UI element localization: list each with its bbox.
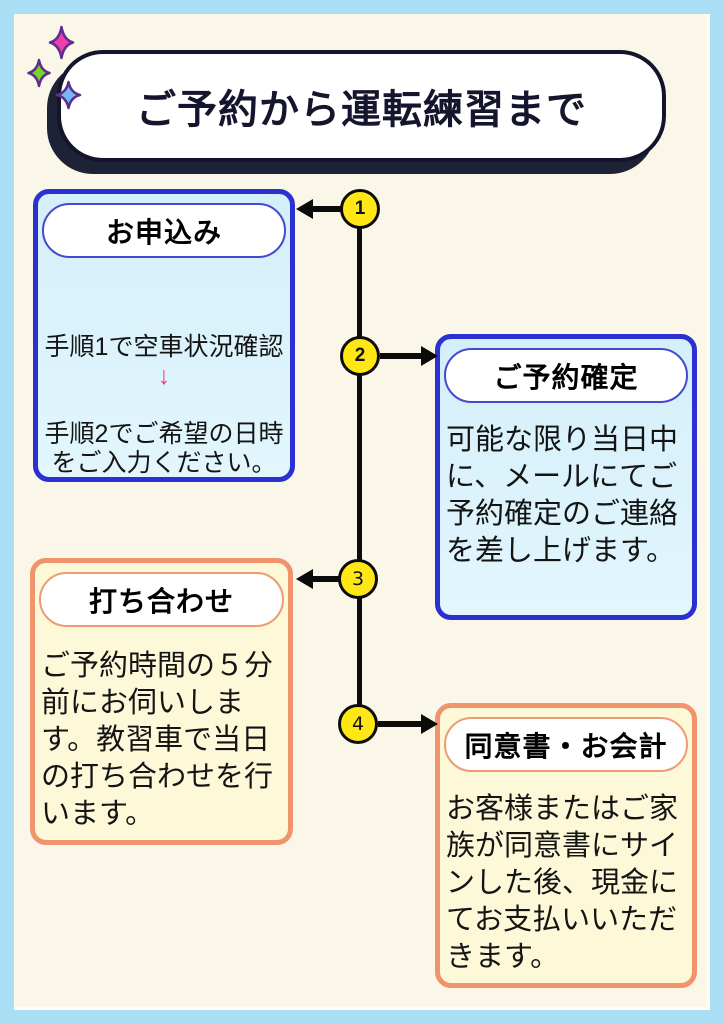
arrow-to-step3-line [310, 576, 340, 582]
step3-number: 3 [351, 568, 365, 590]
step3-card: 打ち合わせ ご予約時間の５分 前にお伺いしま す。教習車で当日 の打ち合わせを行… [30, 558, 293, 845]
step3-body: ご予約時間の５分 前にお伺いしま す。教習車で当日 の打ち合わせを行 います。 [41, 650, 274, 830]
step2-card: ご予約確定 可能な限り当日中 に、メールにてご 予約確定のご連絡 を差し上げます… [435, 334, 697, 620]
step1-card: お申込み 手順1で空車状況確認 ↓ 手順2でご希望の日時 をご入力ください。 [33, 189, 295, 482]
step2-title: ご予約確定 [493, 361, 639, 393]
arrow-to-step1-icon [296, 199, 313, 219]
arrow-to-step3-icon [296, 569, 313, 589]
step2-number-badge: 2 [340, 336, 380, 376]
step4-body: お客様またはご家 族が同意書にサイ ンした後、現金に てお支払いいただ きます。 [446, 793, 679, 973]
step3-title-pill: 打ち合わせ [39, 572, 284, 627]
pink-sparkle-icon [48, 25, 75, 60]
down-arrow-icon: ↓ [157, 362, 171, 390]
sparkles-decoration [27, 25, 82, 110]
step1-number-badge: 1 [340, 189, 380, 229]
title-banner: ご予約から運転練習まで [57, 50, 666, 162]
arrow-to-step4-icon [421, 714, 438, 734]
page-title: ご予約から運転練習まで [136, 88, 587, 132]
step3-title: 打ち合わせ [88, 585, 234, 617]
arrow-to-step1-line [310, 206, 342, 212]
step4-title-pill: 同意書・お会計 [444, 717, 688, 772]
blue-sparkle-icon [55, 80, 82, 110]
step1-number: 1 [354, 198, 366, 219]
step4-number-badge: 4 [338, 704, 378, 744]
arrow-to-step2-line [380, 353, 424, 359]
step1-title-pill: お申込み [42, 203, 286, 258]
step4-title: 同意書・お会計 [464, 730, 668, 762]
step2-title-pill: ご予約確定 [444, 348, 688, 403]
step2-number: 2 [354, 345, 366, 366]
step1-body-line1: 手順1で空車状況確認 [44, 333, 284, 361]
step4-number: 4 [351, 713, 365, 735]
step3-number-badge: 3 [338, 559, 378, 599]
step2-body: 可能な限り当日中 に、メールにてご 予約確定のご連絡 を差し上げます。 [446, 424, 679, 567]
step1-body: 手順1で空車状況確認 ↓ 手順2でご希望の日時 をご入力ください。 [38, 304, 290, 478]
green-sparkle-icon [27, 58, 51, 88]
step1-body-rest: 手順2でご希望の日時 をご入力ください。 [44, 420, 284, 477]
step1-title: お申込み [105, 216, 222, 248]
step4-card: 同意書・お会計 お客様またはご家 族が同意書にサイ ンした後、現金に てお支払い… [435, 703, 697, 988]
arrow-to-step2-icon [421, 346, 438, 366]
arrow-to-step4-line [378, 721, 424, 727]
timeline-line [357, 209, 362, 724]
